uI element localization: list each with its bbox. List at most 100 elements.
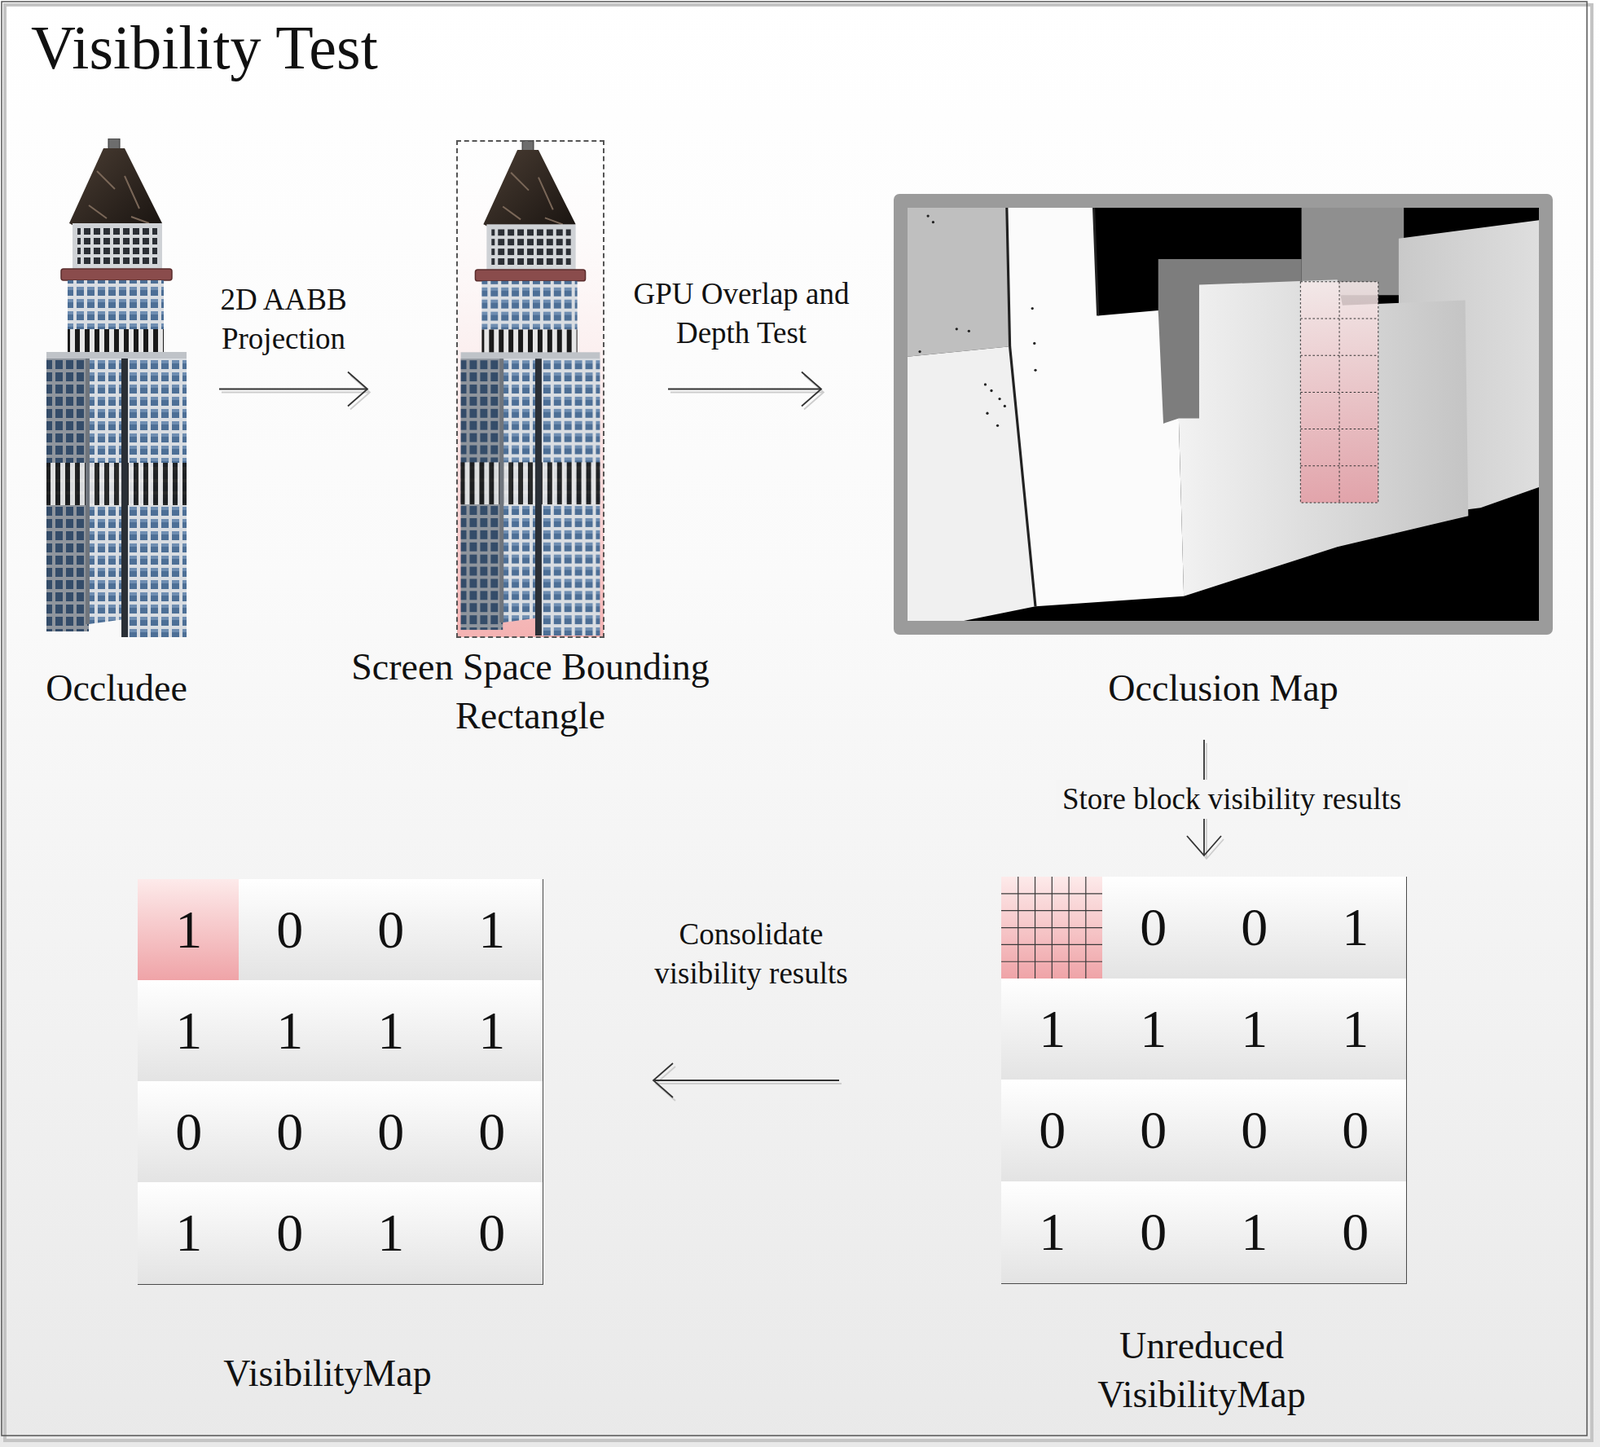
depth-building — [907, 346, 1036, 621]
grid-cell: 0 — [1203, 876, 1306, 980]
cell-value: 0 — [1102, 1181, 1205, 1284]
cell-value: 1 — [137, 980, 240, 1082]
block-line — [1001, 961, 1104, 963]
cell-value: 1 — [137, 1182, 240, 1284]
grid-cell: 0 — [1102, 1079, 1205, 1183]
block-line — [1001, 927, 1104, 928]
grid-cell: 0 — [1102, 1181, 1205, 1284]
occludee-figure: Occludee — [43, 138, 190, 640]
visibility-grid: 1001111100001010VisibilityMap — [138, 879, 543, 1284]
cell-value: 0 — [1102, 1079, 1205, 1182]
grid-cell: 1 — [137, 980, 241, 1083]
cell-value: 1 — [440, 879, 543, 981]
grid-cell: 0 — [339, 879, 443, 982]
cell-value: 1 — [137, 879, 240, 981]
depth-image — [907, 207, 1539, 621]
title: Visibility Test — [30, 10, 379, 85]
edge-label: 2D AABB Projection — [202, 280, 365, 359]
grid-cell: 0 — [137, 1081, 241, 1184]
cell-value: 0 — [440, 1081, 543, 1183]
grid-cell: 1 — [1001, 978, 1104, 1082]
arrow-line — [668, 388, 822, 391]
node-label: Occlusion Map — [1052, 663, 1395, 713]
node-label: Occludee — [0, 663, 247, 713]
arrow-head — [350, 375, 370, 410]
grid-cell: 1 — [440, 980, 544, 1083]
cell-value: 0 — [238, 1182, 341, 1284]
connector — [653, 1063, 842, 1101]
cell-value: 0 — [238, 1081, 341, 1183]
cell-value: 0 — [1304, 1079, 1407, 1182]
grid-cell: 0 — [238, 1081, 342, 1184]
edge-label: Consolidate visibility results — [628, 914, 874, 994]
cell-value: 0 — [339, 879, 442, 981]
arrow-head — [653, 1063, 673, 1098]
grid-cell: 0 — [440, 1081, 544, 1184]
grid-cell: 0 — [1304, 1079, 1407, 1183]
grid-cell: 1 — [1304, 978, 1407, 1082]
building-illustration — [46, 138, 187, 638]
block-line — [1068, 876, 1070, 979]
grid-cell: 0 — [1304, 1181, 1407, 1284]
grid-cell: 1 — [1102, 978, 1205, 1082]
cell-value: 1 — [1203, 1181, 1306, 1284]
cell-value: 1 — [339, 980, 442, 1082]
cell-value: 0 — [137, 1081, 240, 1183]
grid-cell: 0 — [238, 1182, 342, 1285]
arrow-line — [221, 391, 370, 394]
arrow-head — [804, 375, 824, 410]
cell-value: 1 — [1001, 1181, 1104, 1284]
grid-cell: 0 — [339, 1081, 443, 1184]
cell-value: 1 — [440, 980, 543, 1082]
cell-value: 1 — [1304, 978, 1407, 1081]
occlusion-map-frame: Occlusion Map — [893, 193, 1553, 635]
block-line — [1085, 876, 1087, 979]
node-label: Screen Space Bounding Rectangle — [351, 642, 710, 741]
overlay-grid — [1300, 281, 1378, 503]
cell-value: 1 — [1203, 978, 1306, 1081]
grid-cell: 1 — [137, 879, 241, 982]
connector — [219, 372, 370, 410]
cell-value: 0 — [1203, 876, 1306, 979]
arrow-line — [670, 391, 824, 394]
cell-value: 1 — [1304, 876, 1407, 979]
unreduced-visibility-grid: 001111100001010Unreduced VisibilityMap — [1002, 877, 1407, 1284]
depth-edge — [1006, 207, 1099, 607]
depth-building — [907, 207, 1011, 357]
depth-dots — [918, 214, 1037, 427]
grid-cell: 1 — [339, 1182, 443, 1285]
arrow-line — [219, 388, 368, 391]
cell-value: 1 — [1001, 978, 1104, 1081]
bounding-rectangle: Screen Space Bounding Rectangle — [456, 140, 605, 638]
cell-value: 0 — [440, 1182, 543, 1284]
arrow-line — [653, 1079, 840, 1082]
grid-cell: 0 — [1102, 876, 1205, 980]
grid-cell: 0 — [1001, 1079, 1104, 1183]
node-label: Unreduced VisibilityMap — [1030, 1321, 1373, 1420]
arrow-head — [1189, 839, 1224, 859]
fine-block-grid — [1001, 876, 1104, 979]
grid-cell: 1 — [238, 980, 342, 1083]
grid-cell: 1 — [1001, 1181, 1104, 1284]
edge-label: GPU Overlap and Depth Test — [610, 274, 872, 353]
grid-cell: 1 — [1304, 876, 1407, 980]
cell-value: 0 — [1102, 876, 1205, 979]
arrow-head — [347, 372, 368, 407]
arrow-head — [1186, 835, 1222, 856]
grid-cell: 1 — [1203, 1181, 1306, 1284]
grid-cell: 0 — [1203, 1079, 1306, 1183]
grid-cell: 1 — [1203, 978, 1306, 1082]
cell-value: 0 — [1001, 1079, 1104, 1182]
grid-cell: 0 — [440, 1182, 544, 1285]
block-line — [1001, 944, 1104, 946]
cell-value: 0 — [339, 1081, 442, 1183]
cell-value: 0 — [1304, 1181, 1407, 1284]
screen-rectangle-overlay — [1300, 281, 1378, 503]
grid-cell: 1 — [339, 980, 443, 1083]
frame-shadow — [4, 4, 1592, 1441]
cell-value: 1 — [1102, 978, 1205, 1081]
grid-cell: 0 — [238, 879, 342, 982]
grid-cell — [1001, 876, 1104, 980]
